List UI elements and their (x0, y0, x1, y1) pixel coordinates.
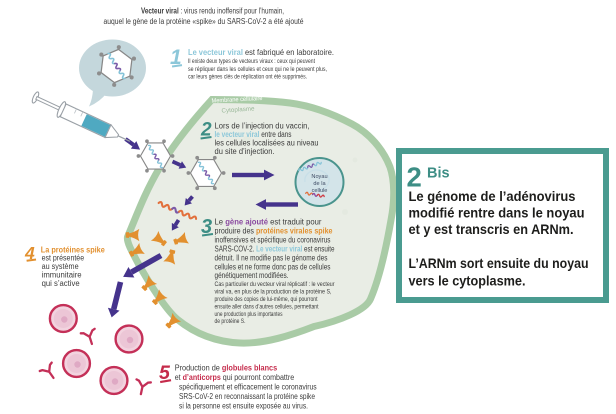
svg-text:le vecteur viral entre dans: le vecteur viral entre dans (215, 130, 292, 139)
svg-text:Il existe deux types de vecteu: Il existe deux types de vecteurs viraux … (188, 58, 315, 65)
svg-text:au système: au système (42, 262, 79, 271)
svg-text:cellule: cellule (312, 188, 328, 194)
svg-text:et y est transcris en ARNm.: et y est transcris en ARNm. (409, 222, 574, 237)
svg-text:2: 2 (407, 162, 422, 193)
svg-text:SARS-COV-2. Le vecteur viral e: SARS-COV-2. Le vecteur viral est ensuite (215, 244, 335, 253)
svg-text:génétiquement modifiées.: génétiquement modifiées. (215, 271, 289, 280)
svg-text:L’ARNm sort ensuite du noyau: L’ARNm sort ensuite du noyau (409, 256, 589, 271)
svg-text:modifié rentre dans le noyau: modifié rentre dans le noyau (409, 206, 585, 221)
svg-text:2: 2 (200, 120, 212, 141)
svg-text:Cytoplasme: Cytoplasme (221, 105, 255, 114)
svg-text:détruit. Il ne modifie pas le: détruit. Il ne modifie pas le génome des (215, 253, 328, 262)
svg-text:ensuite aller dans d’autres ce: ensuite aller dans d’autres cellules, pe… (215, 303, 319, 310)
svg-text:inoffensives et spécifique du: inoffensives et spécifique du coronaviru… (215, 235, 331, 244)
svg-text:Lors de l’injection du vaccin,: Lors de l’injection du vaccin, (215, 122, 310, 131)
svg-text:Cas particulier du vecteur vir: Cas particulier du vecteur viral réplica… (215, 281, 335, 288)
svg-text:Bis: Bis (427, 166, 450, 182)
svg-text:produire des protéines virales: produire des protéines virales spike (215, 226, 333, 235)
svg-text:est présentée: est présentée (42, 254, 85, 263)
svg-text:auquel le gène de la protéine: auquel le gène de la protéine «spike» du… (104, 17, 304, 26)
svg-text:Le génome de l’adénovirus: Le génome de l’adénovirus (409, 189, 576, 204)
svg-text:4: 4 (24, 243, 35, 263)
svg-text:Le vecteur viral est fabriqué: Le vecteur viral est fabriqué en laborat… (188, 47, 334, 57)
svg-text:cellules et ne forme donc pas: cellules et ne forme donc pas de cellule… (215, 262, 331, 271)
svg-text:une production plus importante: une production plus importantes (215, 311, 283, 318)
svg-text:Membrane cellulaire: Membrane cellulaire (211, 95, 263, 105)
svg-text:si la personne est ensuite exp: si la personne est ensuite exposée au vi… (179, 402, 308, 411)
svg-text:car leurs gènes clés de réplic: car leurs gènes clés de réplication ont … (188, 74, 307, 81)
svg-text:de la: de la (313, 181, 326, 187)
svg-text:et d’anticorps qui pourront co: et d’anticorps qui pourront combattre (175, 373, 295, 382)
svg-text:3: 3 (201, 216, 212, 238)
svg-text:Noyau: Noyau (311, 174, 327, 180)
svg-text:spécifiquement et efficacement: spécifiquement et efficacement le corona… (179, 383, 317, 392)
svg-text:5: 5 (159, 362, 171, 384)
svg-text:Vecteur viral : virus rendu in: Vecteur viral : virus rendu inoffensif p… (141, 7, 284, 16)
svg-text:du site d’injection.: du site d’injection. (215, 147, 275, 156)
svg-text:1: 1 (170, 46, 182, 69)
svg-text:les cellules localisées au niv: les cellules localisées au niveau (215, 139, 319, 148)
svg-text:Production de globules blancs: Production de globules blancs (175, 364, 278, 373)
svg-text:viral va, en plus de la produc: viral va, en plus de la production de la… (215, 288, 332, 295)
svg-text:Le gène ajouté est traduit pou: Le gène ajouté est traduit pour (215, 217, 322, 226)
svg-text:qui s’active: qui s’active (42, 279, 81, 288)
svg-text:immunitaire: immunitaire (42, 271, 83, 280)
svg-text:SRS-CoV-2 en reconnaissant la: SRS-CoV-2 en reconnaissant la protéine s… (179, 392, 315, 401)
svg-text:se répliquer dans les cellules: se répliquer dans les cellules et ceux q… (188, 66, 327, 73)
svg-text:produire des copies de lui-mêm: produire des copies de lui-même, qui pou… (215, 296, 318, 303)
svg-text:La protéines spike: La protéines spike (41, 246, 105, 255)
svg-text:vers le cytoplasme.: vers le cytoplasme. (409, 273, 526, 288)
svg-text:de protéine S.: de protéine S. (215, 318, 246, 325)
